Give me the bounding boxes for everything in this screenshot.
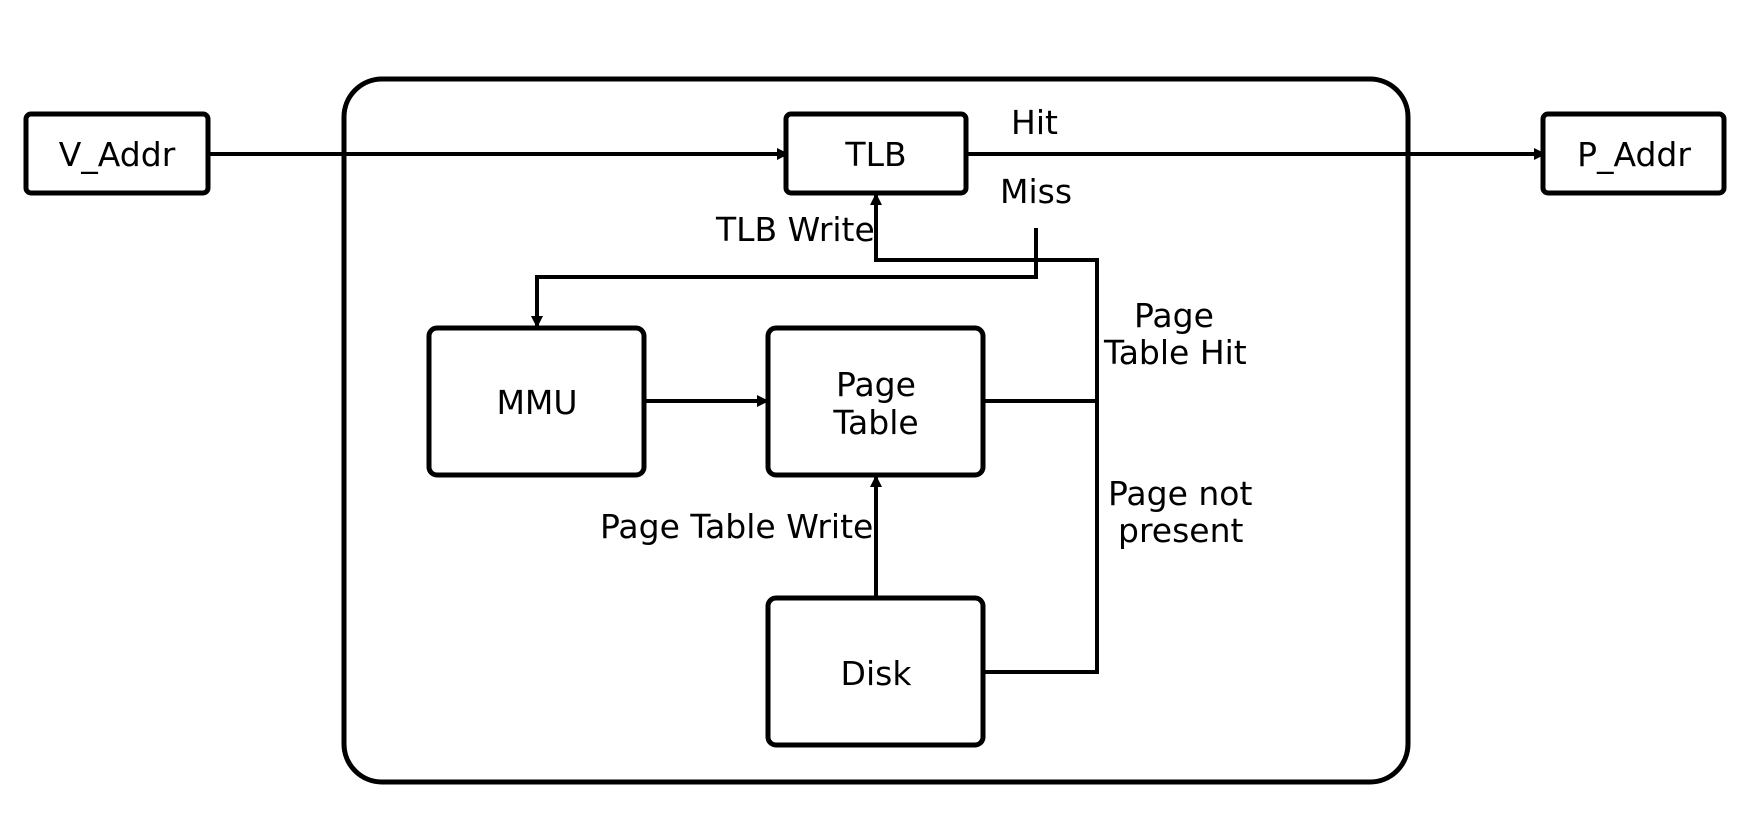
hit-label: Hit: [1011, 103, 1058, 142]
tlb-box: [783, 111, 969, 196]
v-addr-label: V_Addr: [59, 135, 176, 174]
mmu-label: MMU: [496, 383, 577, 422]
edge-tlb-miss-to-mmu: [531, 228, 1038, 328]
p-addr-node: P_Addr: [1540, 111, 1727, 196]
page-table-box: [765, 325, 986, 478]
page-table-hit-label-line-2: Table Hit: [1103, 333, 1247, 372]
page-not-present-label-line-2: present: [1118, 511, 1244, 550]
mmu-node: MMU: [426, 325, 647, 478]
p-addr-box: [1540, 111, 1727, 196]
disk-label: Disk: [841, 654, 913, 693]
p-addr-label: P_Addr: [1577, 135, 1691, 174]
v-addr-node: V_Addr: [23, 111, 211, 196]
page-table-label-line-1: Page: [836, 365, 916, 404]
page-table-write-label: Page Table Write: [600, 507, 873, 546]
tlb-write-label: TLB Write: [715, 210, 875, 249]
disk-node: Disk: [765, 595, 986, 748]
page-table-node: Page Table: [765, 325, 986, 478]
page-table-hit-label-line-1: Page: [1134, 296, 1214, 335]
miss-label: Miss: [1000, 172, 1072, 211]
edge-disk-page-not-present: [983, 401, 1099, 674]
edge-page-table-hit-tlb-write: [870, 193, 1099, 403]
memory-subsystem-container: [341, 76, 1411, 785]
page-not-present-label-line-1: Page not: [1108, 474, 1252, 513]
tlb-label: TLB: [844, 135, 906, 174]
v-addr-box: [23, 111, 211, 196]
mmu-box: [426, 325, 647, 478]
tlb-node: TLB: [783, 111, 969, 196]
page-table-label-line-2: Table: [832, 403, 918, 442]
disk-box: [765, 595, 986, 748]
